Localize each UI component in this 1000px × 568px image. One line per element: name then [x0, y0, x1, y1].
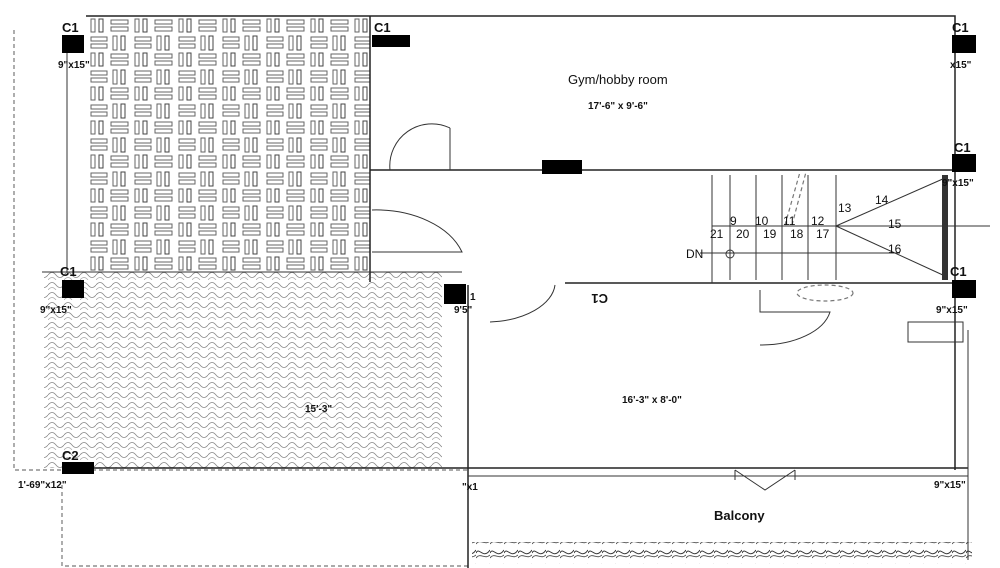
column [444, 284, 466, 304]
column-label-mirrored: C1 [591, 291, 608, 306]
stair-step-9: 9 [730, 214, 737, 228]
column-label: C1 [62, 20, 79, 35]
stair-step-13: 13 [838, 201, 852, 215]
tiled-terrace [44, 272, 442, 468]
stair-step-14: 14 [875, 193, 889, 207]
stair-step-16: 16 [888, 242, 902, 256]
column-size: 9"x15" [40, 305, 72, 316]
counter [907, 321, 964, 343]
gym-door-swing [389, 123, 451, 171]
stair-step-17: 17 [816, 227, 830, 241]
column-size: 9"x15" [942, 178, 974, 189]
column [62, 280, 84, 298]
column-label: C1 [950, 264, 967, 279]
column [62, 35, 84, 53]
column-label: C1 [954, 140, 971, 155]
column [952, 35, 976, 53]
stair-down-marker-icon [725, 249, 735, 259]
stair-step-10: 10 [755, 214, 769, 228]
column-size: 9'5" [454, 305, 473, 316]
column [372, 35, 410, 47]
stair-step-15: 15 [888, 217, 902, 231]
staircase [700, 171, 990, 283]
door-swing [371, 209, 463, 253]
site-boundary [13, 30, 470, 471]
stair-step-19: 19 [763, 227, 777, 241]
column-size: "x1 [462, 482, 478, 493]
door-swing-living [489, 284, 556, 323]
column-size: 9"x15" [58, 60, 90, 71]
column-size: 1'-69"x12" [18, 480, 67, 491]
column-label: C2 [62, 448, 79, 463]
column [542, 160, 582, 174]
top-right-walls [86, 15, 956, 470]
site-boundary-lower [61, 485, 470, 567]
living-room-size: 16'-3" x 8'-0" [622, 395, 682, 406]
basket-weave-floor [86, 16, 370, 272]
column-label: C1 [952, 20, 969, 35]
column-size: 9"x15" [936, 305, 968, 316]
column-size: 9"x15" [934, 480, 966, 491]
column [952, 280, 976, 298]
stair-step-20: 20 [736, 227, 750, 241]
balcony-french-door [734, 469, 796, 491]
fixture-outline [796, 284, 854, 302]
stair-step-11: 11 [783, 214, 796, 228]
door-swing-right [759, 290, 831, 346]
column-mark: 1 [470, 292, 476, 303]
terrace-size: 15'-3" [305, 404, 332, 415]
stair-step-12: 12 [811, 214, 825, 228]
stair-step-18: 18 [790, 227, 804, 241]
balcony-railing [472, 542, 972, 564]
column-label: C1 [374, 20, 391, 35]
column [952, 154, 976, 172]
column [62, 462, 94, 474]
stair-down-label: DN [686, 247, 703, 261]
gym-room-name: Gym/hobby room [568, 72, 668, 87]
balcony-name: Balcony [714, 508, 765, 523]
gym-room-size: 17'-6" x 9'-6" [588, 101, 648, 112]
stair-step-21: 21 [710, 227, 724, 241]
column-label: C1 [60, 264, 77, 279]
column-size: x15" [950, 60, 972, 71]
